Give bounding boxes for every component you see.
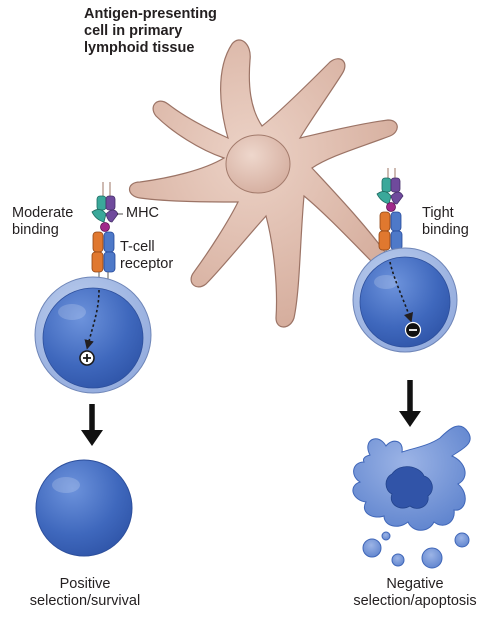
receptor-complex-tight xyxy=(376,168,404,260)
apoptotic-body xyxy=(421,547,443,569)
positive-selection-label-1: Positive xyxy=(59,576,111,592)
tcr-label-2: receptor xyxy=(120,256,174,272)
receptor-complex-moderate xyxy=(91,182,119,284)
apoptotic-body xyxy=(391,553,405,567)
moderate-binding-label-1: Moderate xyxy=(12,205,74,221)
arrow-to-apoptosis xyxy=(399,380,421,427)
antigen-presenting-cell xyxy=(128,39,398,328)
title-line-1: Antigen-presenting xyxy=(84,6,217,22)
negative-selection-label-1: Negative xyxy=(386,576,444,592)
positive-signal-icon xyxy=(79,350,95,366)
apc-nucleus xyxy=(225,134,291,194)
t-cell-tight xyxy=(352,247,458,353)
tight-binding-label-2: binding xyxy=(422,222,469,238)
negative-selection-label-2: selection/apoptosis xyxy=(353,593,477,609)
mhc-label: MHC xyxy=(126,205,160,221)
positive-selection-label-2: selection/survival xyxy=(29,593,141,609)
tight-binding-label-1: Tight xyxy=(422,205,454,221)
surviving-t-cell xyxy=(35,459,133,557)
t-cell-moderate xyxy=(34,276,152,394)
apoptotic-body xyxy=(381,531,391,541)
signal-arrow-positive xyxy=(84,289,100,350)
tcr-left xyxy=(91,231,116,284)
apoptotic-body xyxy=(454,532,470,548)
apoptotic-body xyxy=(362,538,382,558)
mhc-molecule-left xyxy=(91,195,119,232)
arrow-to-survival xyxy=(81,404,103,446)
peptide-antigen xyxy=(100,222,110,232)
tcr-label-1: T-cell xyxy=(120,239,155,255)
title-line-2: cell in primary xyxy=(84,23,183,39)
apoptotic-t-cell xyxy=(352,425,471,569)
title-line-3: lymphoid tissue xyxy=(84,40,195,56)
moderate-binding-label-2: binding xyxy=(12,222,59,238)
negative-signal-icon xyxy=(404,321,422,339)
mhc-molecule-right xyxy=(376,177,404,212)
